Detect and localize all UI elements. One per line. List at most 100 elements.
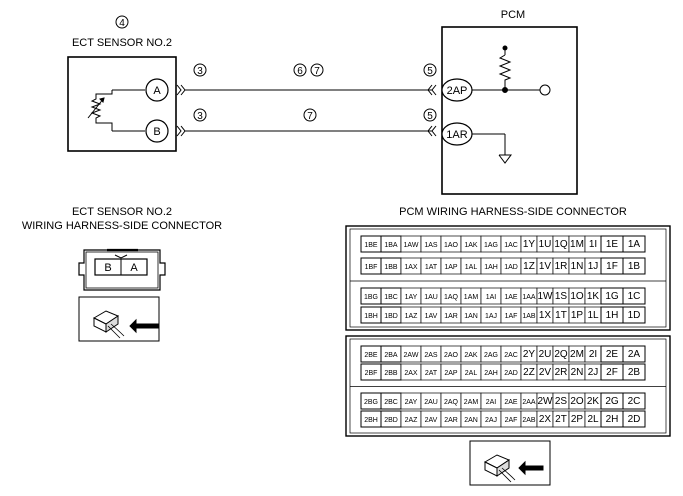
pcm-cell-label: 1AJ xyxy=(485,313,497,320)
pcm-cell-label: 2AE xyxy=(504,399,518,406)
pcm-cell-label: 1BA xyxy=(384,242,398,249)
pcm-cell-label: 1AD xyxy=(504,264,518,271)
pcm-cell-label: 2P xyxy=(571,414,584,425)
pcm-box xyxy=(441,26,578,195)
pcm-cell-label: 2Z xyxy=(523,367,535,378)
pcm-cell-label: 1BH xyxy=(364,313,378,320)
pcm-cell-label: 2AS xyxy=(424,352,438,359)
ect-sensor-box xyxy=(67,56,177,152)
pcm-cell-label: 1D xyxy=(628,310,641,321)
pcm-cell-box xyxy=(622,257,646,275)
pcm-cell-label: 2F xyxy=(606,367,618,378)
pcm-cell-label: 1F xyxy=(606,261,618,272)
pcm-connector-title: PCM WIRING HARNESS-SIDE CONNECTOR xyxy=(399,206,627,218)
pcm-cell-label: 2U xyxy=(539,349,552,360)
pcm-cell-label: 1AX xyxy=(404,264,418,271)
pcm-cell-label: 2R xyxy=(555,367,568,378)
pcm-cell-label: 2BB xyxy=(384,370,398,377)
pcm-cell-label: 2Q xyxy=(554,349,568,360)
pcm-cell-label: 1N xyxy=(571,261,584,272)
pcm-cell-label: 2BD xyxy=(384,417,398,424)
ect-marker-number: 4 xyxy=(119,18,125,29)
pcm-cell-label: 1V xyxy=(539,261,552,272)
pcm-cell-label: 2AN xyxy=(464,417,478,424)
pcm-cell-label: 1BB xyxy=(384,264,398,271)
pcm-cell-box xyxy=(622,235,646,253)
pcm-cell-label: 1T xyxy=(555,310,567,321)
pcm-cell-label: 1AM xyxy=(464,294,479,301)
ect-connector-cell-a: A xyxy=(130,262,138,274)
pcm-cell-label: 2I xyxy=(589,349,597,360)
ect-connector-title-1: ECT SENSOR NO.2 xyxy=(72,206,172,218)
pcm-cell-box xyxy=(622,363,646,381)
pcm-cell-label: 1AB xyxy=(522,313,536,320)
pcm-title: PCM xyxy=(501,9,525,21)
pcm-cell-label: 2AO xyxy=(444,352,459,359)
pcm-cell-label: 1X xyxy=(539,310,552,321)
ect-sensor-title: ECT SENSOR NO.2 xyxy=(72,37,172,49)
pcm-cell-label: 2AY xyxy=(405,399,418,406)
pcm-cell-label: 2L xyxy=(587,414,599,425)
pcm-cell-label: 2AM xyxy=(464,399,479,406)
pcm-cell-label: 1AO xyxy=(444,242,459,249)
pcm-cell-box xyxy=(622,345,646,363)
pcm-cell-label: 1U xyxy=(539,239,552,250)
pcm-cell-label: 2AV xyxy=(425,417,438,424)
pcm-cell-label: 2T xyxy=(555,414,567,425)
pcm-cell-label: 2AW xyxy=(404,352,419,359)
pcm-cell-label: 2G xyxy=(605,396,619,407)
pcm-cell-label: 2O xyxy=(570,396,584,407)
pcm-cell-label: 1AP xyxy=(444,264,458,271)
pcm-cell-label: 1AW xyxy=(404,242,419,249)
pcm-cell-label: 1AI xyxy=(486,294,497,301)
pcm-cell-label: 1L xyxy=(587,310,599,321)
pcm-cell-label: 2N xyxy=(571,367,584,378)
pcm-cell-label: 1B xyxy=(628,261,641,272)
pcm-cell-label: 1AF xyxy=(505,313,518,320)
wire-top-left-connector: 3 xyxy=(197,66,203,77)
pcm-cell-label: 2AT xyxy=(425,370,438,377)
pcm-cell-label: 2AH xyxy=(484,370,498,377)
pcm-cell-label: 2AK xyxy=(464,352,478,359)
pcm-cell-label: 2V xyxy=(539,367,552,378)
wire-top-note-2: 7 xyxy=(314,66,320,77)
pcm-cell-label: 2AU xyxy=(424,399,438,406)
pcm-cell-label: 2AQ xyxy=(444,399,459,406)
pcm-pin-2ap-label: 2AP xyxy=(447,85,468,97)
pcm-cell-label: 2BC xyxy=(384,399,398,406)
pcm-cell-label: 1BD xyxy=(384,313,398,320)
pcm-cell-label: 1A xyxy=(628,239,641,250)
pcm-cell-label: 2AB xyxy=(522,417,536,424)
pcm-cell-label: 2E xyxy=(606,349,619,360)
pcm-cell-label: 1I xyxy=(589,239,597,250)
pcm-cell-label: 1AL xyxy=(465,264,478,271)
sensor-pin-b-label: B xyxy=(153,126,160,138)
pcm-cell-label: 1G xyxy=(605,291,619,302)
pcm-cell-box xyxy=(622,287,646,305)
pcm-cell-label: 1BG xyxy=(364,294,378,301)
pcm-cell-box xyxy=(622,410,646,428)
pcm-cell-label: 1AK xyxy=(464,242,478,249)
pcm-cell-label: 1C xyxy=(628,291,641,302)
pcm-cell-label: 2AR xyxy=(444,417,458,424)
pcm-cell-label: 1S xyxy=(555,291,568,302)
pcm-cell-label: 1R xyxy=(555,261,568,272)
pcm-cell-label: 2AI xyxy=(486,399,497,406)
wire-bottom-left-connector: 3 xyxy=(197,111,203,122)
ect-connector-cell-b: B xyxy=(104,262,111,274)
wire-top-note-1: 6 xyxy=(297,66,303,77)
pcm-cell-label: 1Q xyxy=(554,239,568,250)
pcm-cell-label: 1M xyxy=(570,239,584,250)
pcm-cell-box xyxy=(622,392,646,410)
pcm-connector-plug-icon xyxy=(469,440,551,486)
pcm-cell-label: 2AJ xyxy=(485,417,497,424)
pcm-cell-label: 1BC xyxy=(384,294,398,301)
pcm-cell-label: 1AU xyxy=(424,294,438,301)
pcm-cell-label: 1AZ xyxy=(405,313,419,320)
pcm-cell-label: 1O xyxy=(570,291,584,302)
pcm-cell-label: 1AG xyxy=(484,242,498,249)
pcm-cell-label: 2AC xyxy=(504,352,518,359)
pcm-cell-label: 2C xyxy=(628,396,641,407)
pcm-cell-label: 1AS xyxy=(424,242,438,249)
ect-connector-title-2: WIRING HARNESS-SIDE CONNECTOR xyxy=(22,220,222,232)
